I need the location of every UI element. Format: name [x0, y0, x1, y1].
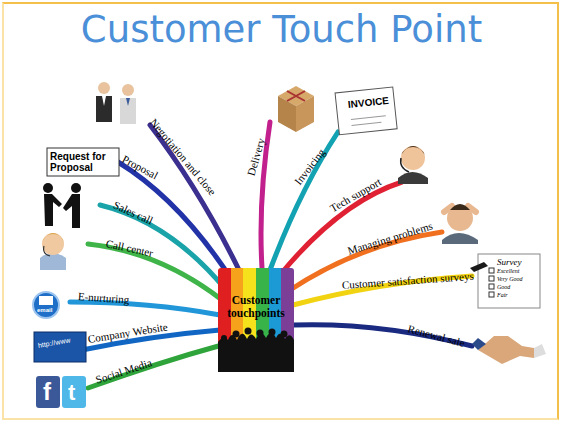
spoke-label: Call center: [105, 238, 154, 259]
rfp-document: [47, 148, 119, 176]
spoke-line: [88, 244, 222, 300]
spoke-label: Sales call: [112, 199, 155, 226]
survey-form: [470, 254, 540, 308]
website-icon: [34, 332, 86, 362]
call-center-icon: [40, 233, 66, 270]
spoke-line: [118, 162, 232, 280]
handshake-icon: [472, 336, 546, 364]
tech-support-icon: [398, 146, 428, 184]
survey-text: Survey: [497, 258, 522, 267]
businessmen-icon: [96, 82, 136, 124]
icon-letter: t: [68, 382, 75, 404]
diagram-title: Customer Touch Point: [0, 8, 563, 51]
icon-letter: f: [43, 380, 51, 404]
email-icon: [33, 292, 59, 318]
spoke-label: Customer satisfaction surveys: [342, 271, 474, 291]
envelope: [39, 296, 53, 305]
stressed-man-icon: [442, 204, 478, 244]
survey-option: Excellent: [497, 268, 519, 274]
facebook-icon: [36, 376, 60, 408]
hub-text: Customer touchpoints: [218, 294, 294, 320]
document-text: Request for Proposal: [50, 151, 116, 173]
spoke-line: [70, 302, 220, 315]
spoke-label: Negotiation and close: [148, 117, 218, 198]
parcel-icon: [278, 86, 314, 132]
survey-option: Very Good: [497, 276, 523, 282]
twitter-icon: [62, 376, 86, 408]
crowd-silhouette: [218, 333, 294, 372]
invoice-document: [335, 87, 397, 135]
survey-option: Good: [497, 284, 510, 290]
spoke-label: Social Media: [94, 357, 153, 385]
spoke-label: Managing problems: [346, 220, 434, 256]
spoke-line: [88, 345, 222, 388]
survey-option: Fair: [497, 292, 508, 298]
icon-text: email: [37, 307, 52, 313]
spoke-line: [100, 205, 226, 290]
handshake-silhouette: [43, 183, 81, 228]
spoke-label: Renewal sale: [407, 323, 466, 349]
